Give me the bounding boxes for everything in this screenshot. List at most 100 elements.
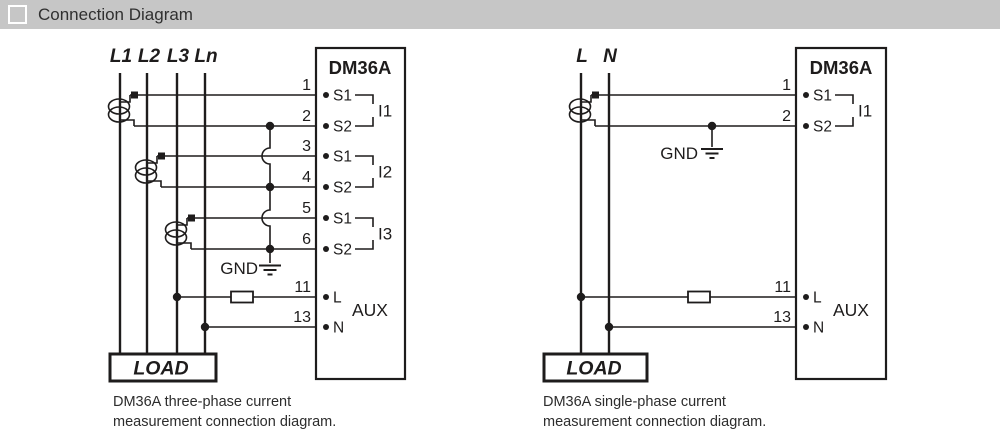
- terminal-label: S1: [333, 149, 352, 166]
- ct-lead: [177, 242, 192, 249]
- terminal-number: 13: [773, 309, 791, 326]
- phase-label-n: N: [603, 46, 618, 67]
- current-transformer-l1: [107, 91, 138, 126]
- section-header: Connection Diagram: [0, 0, 1000, 29]
- ct-coil: [164, 221, 188, 238]
- terminal-label: S1: [333, 88, 352, 105]
- fuse-symbol: [687, 290, 711, 304]
- load-box: [108, 352, 218, 383]
- junction-dot: [707, 121, 717, 131]
- phase-label-l3: L3: [167, 46, 190, 67]
- ct-lead: [581, 119, 596, 126]
- ct-coil: [164, 229, 188, 246]
- load-box: [542, 352, 649, 383]
- ct-coil: [568, 98, 592, 115]
- three-phase-diagram: L1 L2 L3 Ln DM36A: [107, 46, 407, 383]
- input-bracket: [355, 178, 374, 188]
- load-label: LOAD: [566, 358, 621, 380]
- terminal-label: S2: [333, 180, 352, 197]
- terminal-label: N: [333, 320, 344, 337]
- junction-dot: [200, 322, 210, 332]
- terminal-label: S2: [333, 119, 352, 136]
- terminal-number: 1: [782, 77, 791, 94]
- terminal-dot-5: [323, 215, 329, 221]
- three-phase-caption: DM36A three-phase current measurement co…: [113, 392, 336, 432]
- aux-label: AUX: [833, 300, 869, 320]
- terminal-dot-1: [803, 92, 809, 98]
- input-label-i3: I3: [378, 225, 392, 244]
- terminal-number: 11: [294, 279, 311, 296]
- terminal-dot-1: [323, 92, 329, 98]
- fuse-symbol: [230, 290, 254, 304]
- input-bracket: [355, 155, 374, 165]
- ct-lead: [177, 218, 188, 226]
- device-name: DM36A: [329, 57, 392, 78]
- ground-bus: [261, 126, 271, 263]
- ct-lead: [147, 180, 162, 187]
- terminal-number: 4: [302, 169, 311, 186]
- terminal-number: 2: [782, 108, 791, 125]
- phase-label-l: L: [576, 46, 588, 67]
- input-label-i1: I1: [378, 102, 392, 121]
- input-bracket: [355, 240, 374, 250]
- phase-label-ln: Ln: [194, 46, 217, 67]
- input-bracket: [355, 117, 374, 127]
- terminal-label: S1: [333, 211, 352, 228]
- ct-coil: [107, 98, 131, 115]
- single-phase-caption: DM36A single-phase current measurement c…: [543, 392, 766, 432]
- junction-dot: [265, 182, 275, 192]
- phase-label-l1: L1: [110, 46, 132, 67]
- page-title: Connection Diagram: [38, 4, 193, 24]
- ct-coil: [134, 167, 158, 184]
- terminal-number: 3: [302, 138, 311, 155]
- input-label-i1: I1: [858, 102, 872, 121]
- ct-lead: [120, 119, 135, 126]
- ct-coil: [568, 106, 592, 123]
- input-bracket: [355, 94, 374, 104]
- terminal-dot-3: [323, 153, 329, 159]
- input-bracket: [835, 117, 854, 127]
- single-phase-diagram: L N DM36A GND: [542, 46, 888, 383]
- terminal-dot-6: [323, 246, 329, 252]
- terminal-number: 5: [302, 200, 311, 217]
- caption-line: DM36A three-phase current: [113, 394, 292, 410]
- terminal-number: 1: [302, 77, 311, 94]
- ct-coil: [107, 106, 131, 123]
- current-transformer-l2: [134, 152, 165, 187]
- terminal-label: L: [333, 290, 342, 307]
- junction-dot: [604, 322, 614, 332]
- terminal-number: 2: [302, 108, 311, 125]
- ct-lead: [147, 156, 158, 164]
- input-label-i2: I2: [378, 163, 392, 182]
- input-bracket: [835, 94, 854, 104]
- device-box: [314, 46, 407, 381]
- load-label: LOAD: [133, 358, 188, 380]
- terminal-dot-11: [803, 294, 809, 300]
- terminal-number: 13: [293, 309, 311, 326]
- input-bracket: [355, 217, 374, 227]
- junction-dot: [265, 244, 275, 254]
- aux-label: AUX: [352, 300, 388, 320]
- terminal-label: S2: [813, 119, 832, 136]
- current-transformer-l: [568, 91, 599, 126]
- junction-dot: [265, 121, 275, 131]
- terminal-dot-2: [803, 123, 809, 129]
- gnd-label: GND: [660, 144, 698, 163]
- terminal-label: L: [813, 290, 822, 307]
- terminal-dot-4: [323, 184, 329, 190]
- junction-dot: [172, 292, 182, 302]
- terminal-dot-13: [323, 324, 329, 330]
- terminal-dot-2: [323, 123, 329, 129]
- ct-lead: [581, 95, 592, 103]
- terminal-label: N: [813, 320, 824, 337]
- terminal-label: S1: [813, 88, 832, 105]
- gnd-label: GND: [220, 259, 258, 278]
- phase-label-l2: L2: [138, 46, 161, 67]
- terminal-dot-13: [803, 324, 809, 330]
- caption-line: measurement connection diagram.: [543, 414, 767, 430]
- terminal-number: 6: [302, 231, 311, 248]
- terminal-dot-11: [323, 294, 329, 300]
- ct-lead: [120, 95, 131, 103]
- caption-line: DM36A single-phase current: [543, 394, 726, 410]
